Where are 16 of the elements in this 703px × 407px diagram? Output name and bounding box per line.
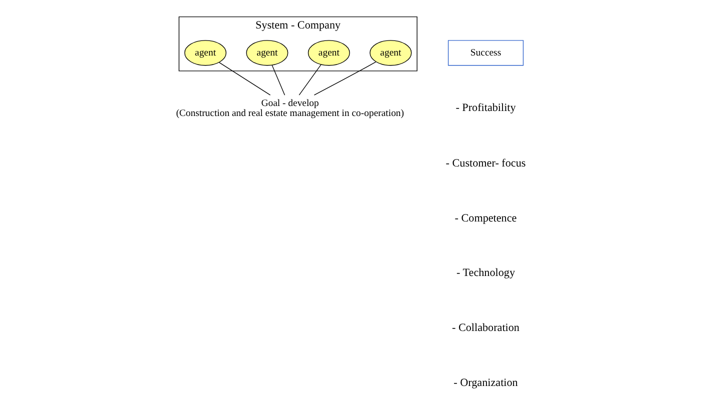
label: - Technology	[456, 267, 515, 280]
node-ellipse: agent	[184, 40, 226, 66]
node-ellipse: agent	[246, 40, 288, 66]
connector	[313, 62, 376, 96]
connector	[271, 64, 285, 96]
connector	[298, 64, 321, 96]
label: - Competence	[454, 212, 516, 224]
node-ellipse: agent	[369, 40, 412, 66]
label: - Collaboration	[452, 322, 520, 334]
node-text: Goal - develop (Construction and real estate management in co-operation)	[176, 98, 404, 120]
connector	[218, 62, 270, 96]
node-ellipse: agent	[307, 40, 350, 66]
label: - Customer- focus	[445, 158, 526, 170]
label: - Organization	[453, 376, 518, 389]
node-box: Success	[447, 40, 524, 66]
label: - Profitability	[455, 102, 516, 114]
